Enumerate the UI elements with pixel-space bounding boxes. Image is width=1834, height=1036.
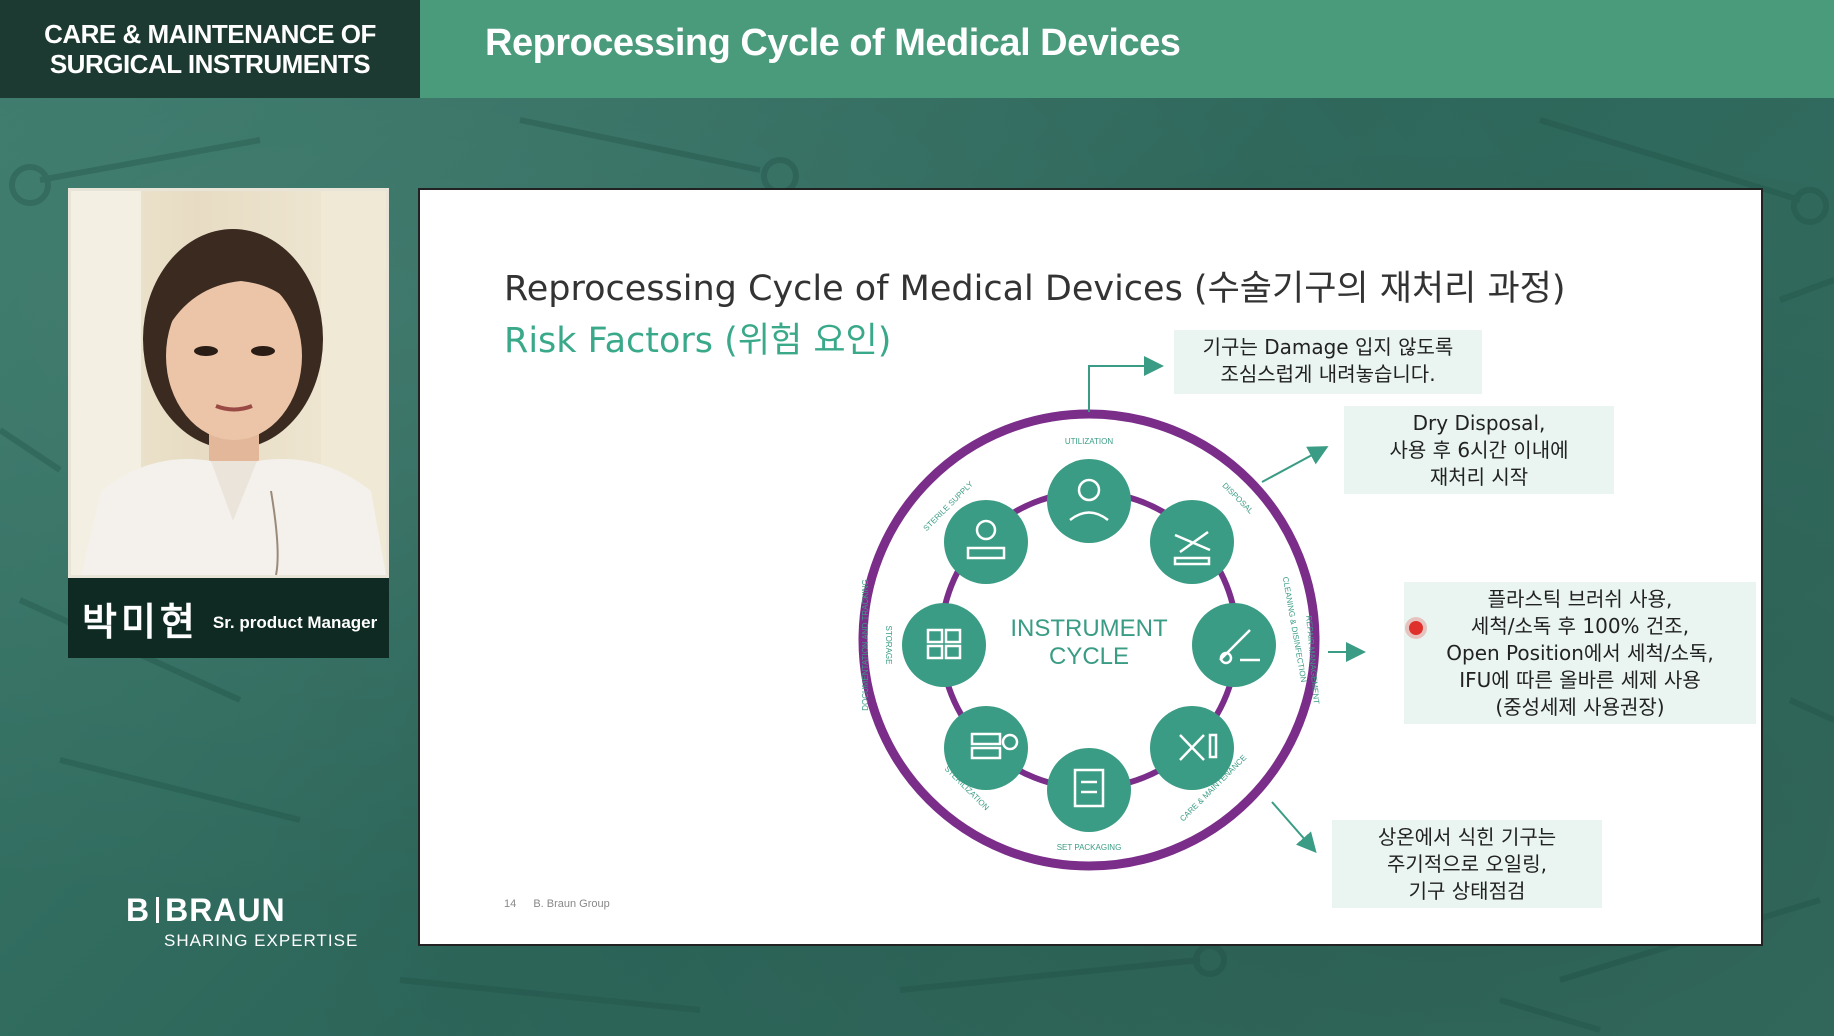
note-care-line2: 주기적으로 오일링, [1387,852,1547,876]
slide-subtitle: Risk Factors (위험 요인) [504,321,892,361]
logo-letter: B [126,892,151,928]
cycle-center-line2: CYCLE [1049,643,1129,670]
note-cleaning-line1: 플라스틱 브러쉬 사용, [1487,587,1673,611]
course-title-box: CARE & MAINTENANCE OF SURGICAL INSTRUMEN… [0,0,420,98]
cycle-center-line1: INSTRUMENT [1010,615,1168,642]
instrument-cycle-diagram: UTILIZATION DISPOSAL CLEANING & DISINFEC… [858,356,1366,871]
note-disposal-line1: Dry Disposal, [1412,411,1546,435]
label-set-packaging: SET PACKAGING [1057,843,1122,852]
course-title-line1: CARE & MAINTENANCE OF [44,19,376,49]
note-utilization: 기구는 Damage 입지 않도록 조심스럽게 내려놓습니다. [1174,330,1482,394]
session-title: Reprocessing Cycle of Medical Devices [485,22,1181,64]
note-disposal-line2: 사용 후 6시간 이내에 [1389,438,1569,462]
note-care: 상온에서 식힌 기구는 주기적으로 오일링, 기구 상태점검 [1332,820,1602,908]
label-storage: STORAGE [884,626,893,665]
station-storage-icon [902,603,986,687]
page-number: 14 [504,898,517,910]
header-bar: CARE & MAINTENANCE OF SURGICAL INSTRUMEN… [0,0,1834,98]
note-care-line1: 상온에서 식힌 기구는 [1377,825,1557,849]
note-care-line3: 기구 상태점검 [1408,879,1526,903]
note-utilization-line1: 기구는 Damage 입지 않도록 [1202,335,1454,359]
arrow-utilization [1088,356,1164,412]
note-cleaning-line3: Open Position에서 세척/소독, [1446,641,1714,665]
presenter-panel: 박미현 Sr. product Manager [68,188,389,658]
label-utilization: UTILIZATION [1065,437,1114,446]
presenter-nameplate: 박미현 Sr. product Manager [68,578,389,658]
note-cleaning-line4: IFU에 따른 올바른 세제 사용 [1459,668,1701,692]
laser-pointer [1409,621,1423,635]
presenter-role: Sr. product Manager [212,613,378,632]
note-utilization-line2: 조심스럽게 내려놓습니다. [1220,362,1436,386]
note-disposal: Dry Disposal, 사용 후 6시간 이내에 재처리 시작 [1344,406,1614,494]
note-cleaning: 플라스틱 브러쉬 사용, 세척/소독 후 100% 건조, Open Posit… [1404,582,1756,724]
label-documentation: DOCUMENTATION AND TRACKING [861,579,870,711]
presentation-slide: Reprocessing Cycle of Medical Devices (수… [418,188,1763,946]
presenter-figure [71,191,386,575]
presenter-video [68,188,389,578]
station-set-packaging-icon [1047,748,1131,832]
logo-word: BRAUN [165,892,286,928]
note-disposal-line3: 재처리 시작 [1429,465,1529,489]
outer-ring [858,409,1320,871]
bbraun-logo: B BRAUN SHARING EXPERTISE [126,892,358,951]
arrow-care [1271,801,1317,854]
slide-footer: 14 B. Braun Group [504,898,624,910]
arrow-disposal [1261,446,1329,483]
note-cleaning-line5: (중성세제 사용권장) [1495,695,1665,719]
course-title-line2: SURGICAL INSTRUMENTS [49,49,371,79]
footer-org: B. Braun Group [533,898,610,910]
slide-title: Reprocessing Cycle of Medical Devices (수… [504,269,1566,309]
logo-tagline: SHARING EXPERTISE [164,931,359,950]
label-cleaning: CLEANING & DISINFECTION [1281,576,1309,683]
presenter-name: 박미현 [82,599,199,644]
note-cleaning-line2: 세척/소독 후 100% 건조, [1470,614,1690,638]
station-sterile-supply-icon [944,500,1028,584]
